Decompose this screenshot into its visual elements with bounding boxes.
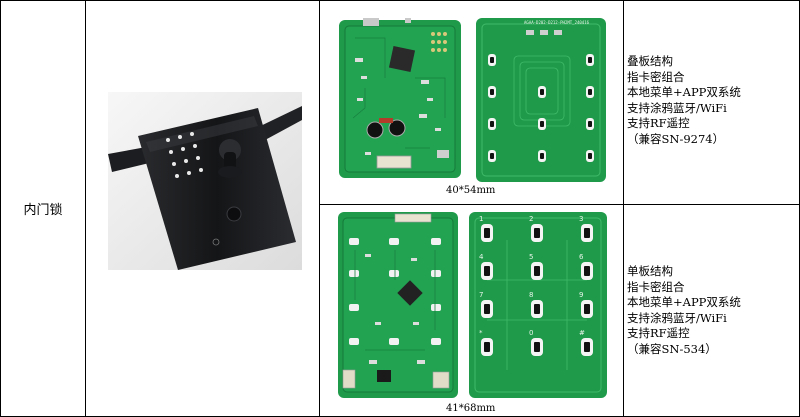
feature-line: 支持RF遥控 xyxy=(627,116,690,130)
key-label: 7 xyxy=(479,291,483,299)
key-label: 1 xyxy=(479,215,483,223)
row-divider xyxy=(319,204,800,205)
table-top-border xyxy=(0,0,800,1)
feature-line: （兼容SN-534） xyxy=(627,341,717,356)
feature-line: 支持RF遥控 xyxy=(627,326,690,340)
column-divider-2 xyxy=(319,0,320,417)
category-label: 内门锁 xyxy=(23,203,63,218)
column-divider-3 xyxy=(623,0,624,417)
key-label: 4 xyxy=(479,253,484,261)
key-label: 9 xyxy=(579,291,583,299)
feature-line: 本地菜单+APP双系统 xyxy=(627,85,741,99)
key-label: 8 xyxy=(529,291,533,299)
pcb-keypad-board-single: 1 2 3 4 5 6 7 8 9 * 0 # xyxy=(469,212,607,398)
feature-line: 支持涂鸦蓝牙/WiFi xyxy=(627,100,727,115)
feature-list-1: 叠板结构 指卡密组合 本地菜单+APP双系统 支持涂鸦蓝牙/WiFi 支持RF遥… xyxy=(627,54,741,147)
pcb-keypad-board-stacked: AGAA-D202-D212-PH2MT_240416 xyxy=(476,18,606,182)
feature-line: 指卡密组合 xyxy=(627,279,685,294)
board-marking-text: AGAA-D202-D212-PH2MT_240416 xyxy=(524,20,590,25)
feature-line: 支持涂鸦蓝牙/WiFi xyxy=(627,310,727,325)
feature-line: （兼容SN-9274） xyxy=(627,131,725,146)
key-label: 5 xyxy=(529,253,533,261)
pcb-main-board-single xyxy=(338,212,458,398)
category-cell: 内门锁 xyxy=(0,0,86,417)
feature-line: 本地菜单+APP双系统 xyxy=(627,295,741,309)
key-label: 0 xyxy=(529,329,533,337)
key-label: # xyxy=(579,329,585,337)
door-lock-photo xyxy=(108,92,302,270)
board-size-label-2: 41*68mm xyxy=(446,403,496,414)
table-left-border xyxy=(0,0,1,417)
feature-line: 单板结构 xyxy=(627,264,673,278)
board-size-label-1: 40*54mm xyxy=(446,185,496,196)
key-label: * xyxy=(479,329,483,337)
feature-line: 指卡密组合 xyxy=(627,69,685,84)
feature-list-2: 单板结构 指卡密组合 本地菜单+APP双系统 支持涂鸦蓝牙/WiFi 支持RF遥… xyxy=(627,264,741,357)
feature-line: 叠板结构 xyxy=(627,54,673,68)
column-divider-1 xyxy=(85,0,86,417)
key-label: 6 xyxy=(579,253,584,261)
key-label: 2 xyxy=(529,215,533,223)
key-label: 3 xyxy=(579,215,583,223)
pcb-main-board-stacked xyxy=(339,18,461,178)
